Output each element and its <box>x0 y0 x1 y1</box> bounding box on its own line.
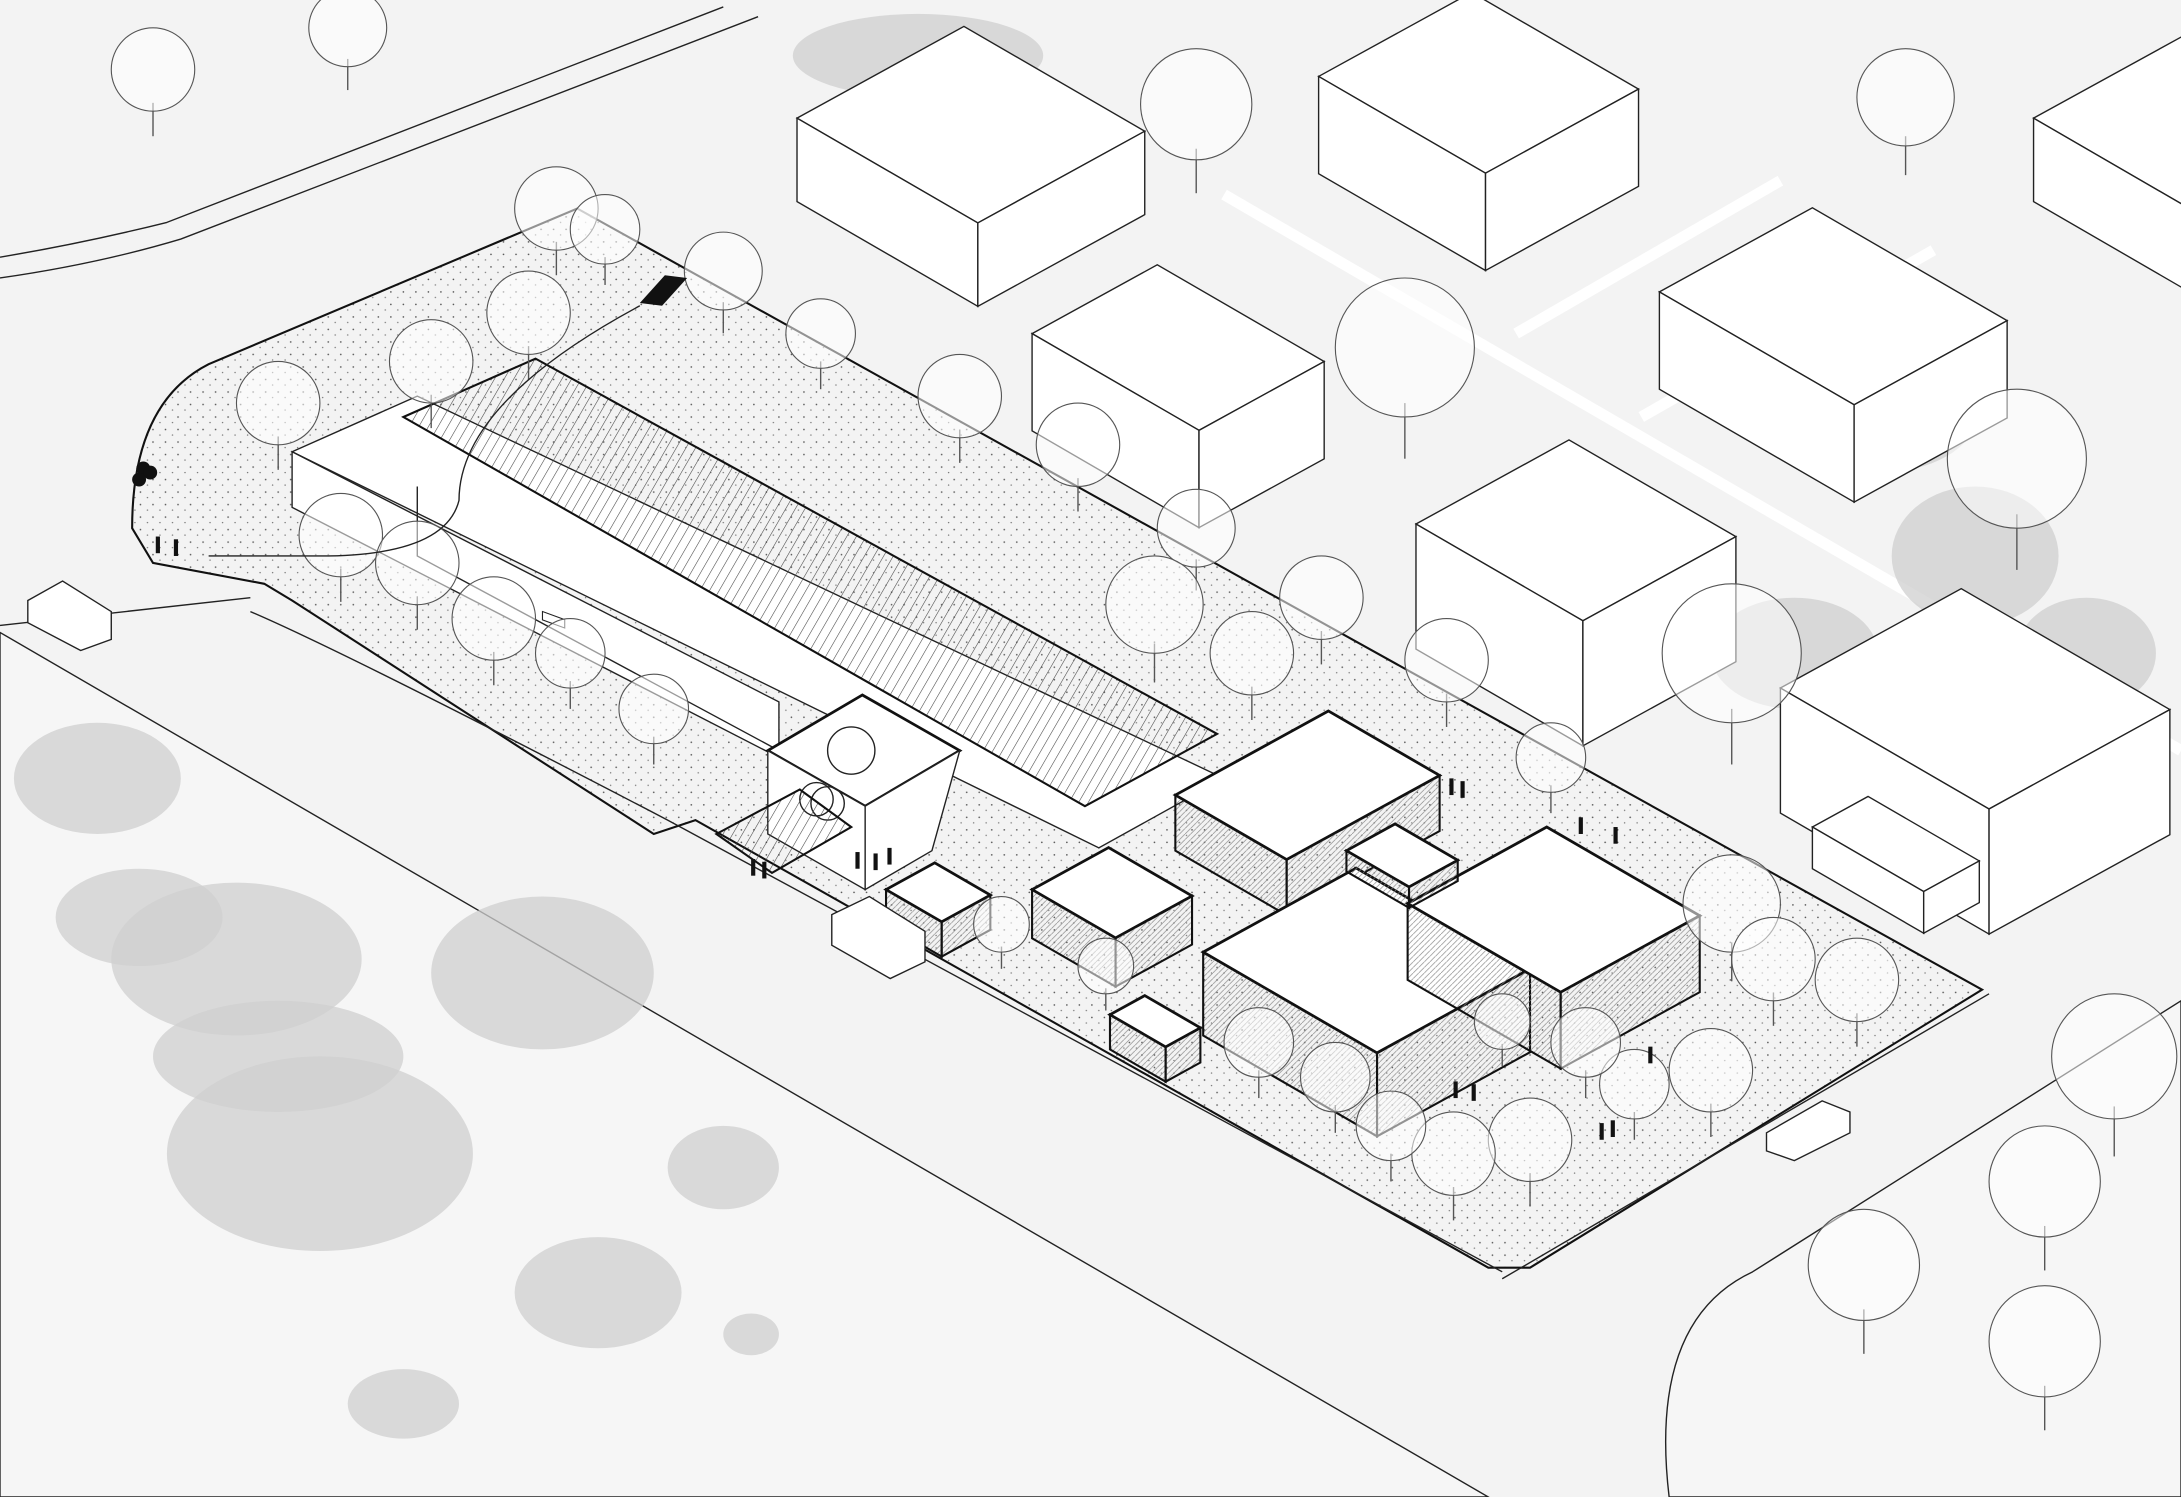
tree-canopy <box>1599 1048 1670 1120</box>
tree-canopy <box>1814 937 1900 1023</box>
tree-canopy <box>486 270 571 355</box>
tree-canopy <box>1156 488 1236 568</box>
house-wall <box>1922 859 1981 935</box>
person-figure <box>1613 827 1618 844</box>
tree-canopy <box>1404 617 1489 703</box>
shadow-blob <box>153 1000 404 1112</box>
person-figure <box>173 539 179 556</box>
shadow-blob <box>347 1369 460 1439</box>
brick-facade <box>1164 1026 1202 1084</box>
tree-canopy <box>451 576 537 661</box>
tree-canopy <box>618 673 690 745</box>
person-figure <box>762 861 767 879</box>
shadow-blob <box>431 896 654 1050</box>
tree-canopy <box>1988 1125 2101 1238</box>
person-figure <box>155 536 160 554</box>
tree-canopy <box>110 27 196 112</box>
shadow-blob <box>514 1237 682 1349</box>
balloon-icon <box>143 465 158 480</box>
tree-canopy <box>1946 388 2087 529</box>
tree-canopy <box>917 353 1003 439</box>
tree-canopy <box>1988 1285 2101 1398</box>
tree-canopy <box>683 231 763 311</box>
tree-canopy <box>1856 48 1955 147</box>
tree-canopy <box>1473 993 1531 1050</box>
tree-canopy <box>1661 583 1802 724</box>
house-wall <box>1484 87 1640 272</box>
person-figure <box>1460 781 1465 798</box>
person-figure <box>1453 1081 1458 1099</box>
house-wall <box>977 130 1146 308</box>
tree-canopy <box>1279 555 1364 640</box>
tree-canopy <box>1515 722 1587 793</box>
neighbor-houses <box>795 0 2181 936</box>
person-figure <box>887 847 892 865</box>
tree-canopy <box>1668 1028 1754 1113</box>
tree-canopy <box>374 520 460 606</box>
tree-canopy <box>298 492 384 578</box>
tree-canopy <box>1223 1007 1295 1078</box>
tree-canopy <box>1550 1007 1622 1078</box>
tree-canopy <box>1731 916 1816 1002</box>
car <box>27 580 112 652</box>
people-figures <box>132 461 1653 1140</box>
person-figure <box>1599 1123 1604 1140</box>
tree-canopy <box>1487 1097 1573 1183</box>
person-figure <box>855 852 860 869</box>
shadow-blob <box>723 1313 779 1356</box>
tree-canopy <box>973 895 1030 953</box>
balloon-icon <box>132 472 147 487</box>
person-figure <box>1648 1046 1653 1064</box>
tree-canopy <box>1334 277 1475 418</box>
tree-canopy <box>1077 937 1135 995</box>
tree-canopy <box>1299 1041 1371 1113</box>
tree-canopy <box>235 360 321 446</box>
person-figure <box>1610 1120 1615 1137</box>
tree-canopy <box>1807 1208 1921 1322</box>
kite-icon <box>639 275 688 306</box>
tree-canopy <box>1355 1090 1427 1162</box>
car <box>1765 1100 1851 1162</box>
tree-canopy <box>1209 611 1295 696</box>
person-figure <box>873 853 878 871</box>
house-wall <box>2032 116 2181 288</box>
tree-canopy <box>785 298 856 369</box>
tree-canopy <box>308 0 388 68</box>
tree-canopy <box>569 194 641 265</box>
shadow-blob <box>13 722 181 834</box>
tree-canopy <box>2051 993 2178 1120</box>
person-figure <box>1471 1084 1476 1101</box>
kite-string <box>208 305 641 557</box>
tree-canopy <box>1035 402 1121 488</box>
shadow-blob <box>667 1125 779 1210</box>
brick-facade <box>1407 858 1459 910</box>
house-wall <box>1988 708 2171 936</box>
person-figure <box>1578 817 1583 834</box>
tree-canopy <box>1105 555 1204 654</box>
trees <box>110 0 2178 1431</box>
tree-canopy <box>1140 48 1253 161</box>
tree-canopy <box>534 617 606 689</box>
person-figure <box>751 859 756 876</box>
person-figure <box>1449 778 1454 796</box>
shadow-blob <box>55 868 223 967</box>
tree-canopy <box>388 319 474 404</box>
car <box>831 895 926 980</box>
